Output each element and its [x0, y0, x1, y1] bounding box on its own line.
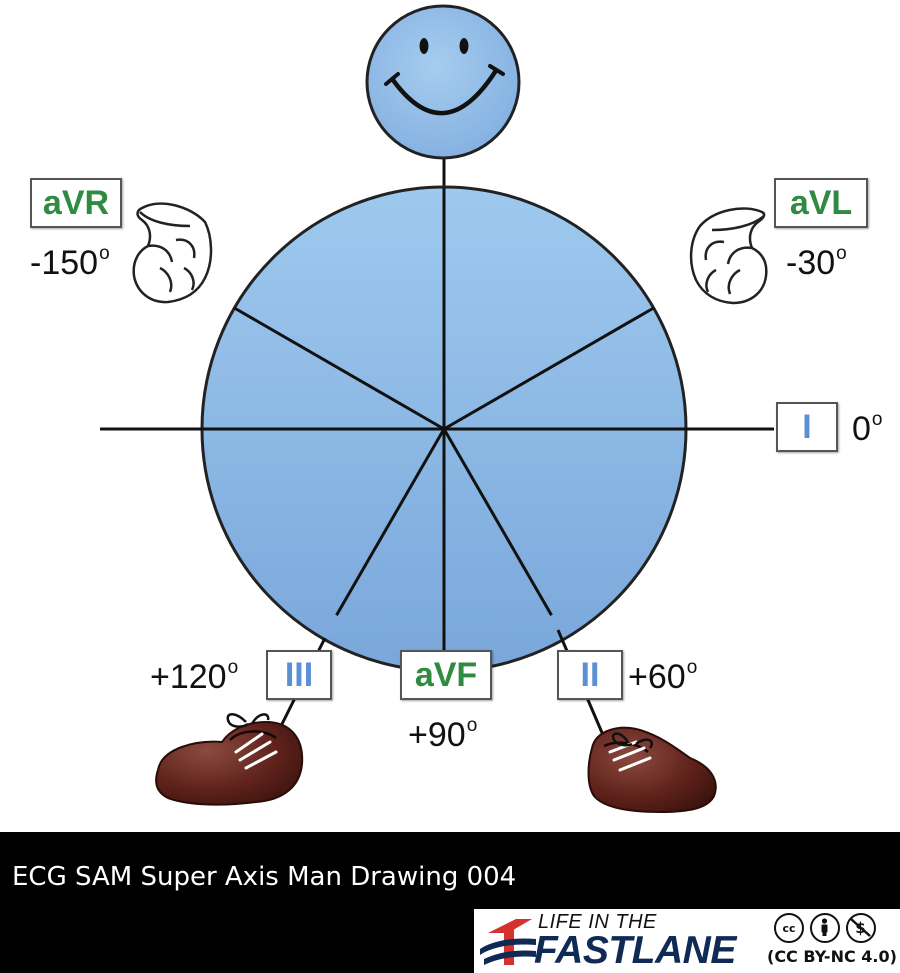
lead-i-label: I [802, 407, 812, 446]
axis-line-avr [233, 306, 445, 431]
right-shoe-icon [587, 726, 717, 814]
lead-avr-angle: -150o [30, 243, 110, 282]
left-eye-icon [419, 38, 429, 54]
fastlane-swoosh-icon [480, 919, 536, 965]
axis-line-avl [443, 306, 655, 431]
lead-avl-label: aVL [789, 183, 853, 222]
caption-bar: ECG SAM Super Axis Man Drawing 004 LIFE … [0, 832, 900, 973]
lead-iii-label: III [284, 655, 314, 694]
left-pointing-hand-icon [132, 202, 213, 304]
lead-avr-box: aVR [30, 178, 122, 228]
lead-iii-angle: +120o [150, 657, 239, 696]
lead-avl-box: aVL [774, 178, 868, 228]
lead-i-box: I [776, 402, 838, 452]
image-caption: ECG SAM Super Axis Man Drawing 004 [12, 862, 517, 892]
lead-i-angle: 0o [852, 409, 883, 448]
lead-avf-angle: +90o [408, 715, 478, 754]
cc-icon: cc [774, 913, 804, 943]
axis-line-iii [335, 428, 446, 616]
lead-avf-box: aVF [400, 650, 492, 700]
noncommercial-icon: $ [846, 913, 876, 943]
axis-lines [100, 306, 774, 616]
right-eye-icon [459, 38, 469, 54]
logo-line2: FASTLANE [534, 929, 736, 972]
logo-line1: LIFE IN THE [538, 911, 657, 933]
attribution-icon [810, 913, 840, 943]
license-text: (CC BY-NC 4.0) [767, 947, 897, 966]
lead-avl-angle: -30o [786, 243, 847, 282]
axis-line-ii [442, 428, 553, 616]
lead-avr-label: aVR [42, 183, 110, 222]
lead-ii-box: II [557, 650, 623, 700]
right-pointing-hand-icon [689, 207, 768, 305]
logo-panel: LIFE IN THE FASTLANE cc $ (CC BY-NC 4.0) [474, 909, 900, 973]
axis-man-diagram [100, 4, 774, 814]
left-shoe-icon [155, 713, 304, 806]
smile-icon [390, 69, 498, 116]
lead-ii-label: II [580, 655, 600, 694]
lead-ii-angle: +60o [628, 657, 698, 696]
lead-avf-label: aVF [414, 655, 478, 694]
smiley-head [365, 4, 521, 160]
lead-iii-box: III [266, 650, 332, 700]
